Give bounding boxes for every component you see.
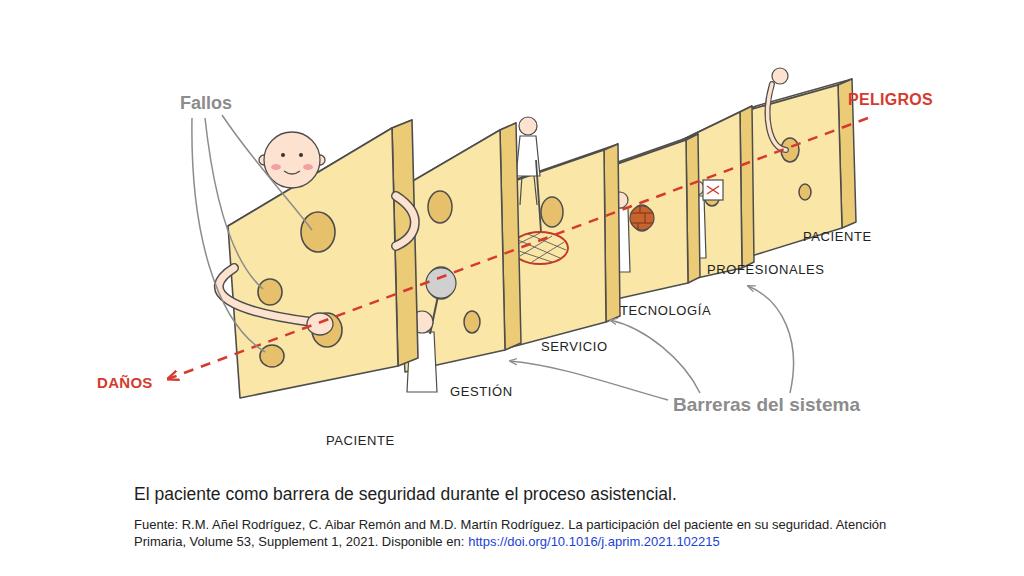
cheek xyxy=(271,164,281,170)
cheese-hole xyxy=(260,345,284,367)
head xyxy=(519,117,537,135)
patient-figure xyxy=(768,68,788,150)
brick-plug xyxy=(630,206,654,230)
source-note: Fuente: R.M. Añel Rodríguez, C. Aibar Re… xyxy=(134,516,894,550)
patch-mark xyxy=(707,186,719,194)
legs xyxy=(520,176,537,205)
stage-label: PACIENTE xyxy=(803,230,872,243)
arm-outline xyxy=(219,268,312,322)
stage-label: PACIENTE xyxy=(326,434,395,447)
plug-disc xyxy=(426,268,456,298)
hazard-trajectory xyxy=(168,118,868,379)
service-figure xyxy=(512,117,568,264)
source-link: https://doi.org/10.1016/j.aprim.2021.102… xyxy=(468,534,720,549)
net-rim xyxy=(512,232,568,264)
barrier-arrows xyxy=(510,286,794,400)
stage-label: TECNOLOGÍA xyxy=(620,304,711,317)
stage-label: GESTIÓN xyxy=(450,385,513,398)
stage-label: PROFESIONALES xyxy=(707,263,825,276)
cheese-hole xyxy=(428,191,452,223)
leader-arrow xyxy=(510,361,668,400)
cheese-hole xyxy=(799,184,811,200)
warning-label: DAÑOS xyxy=(97,375,153,390)
cheese-hole xyxy=(258,279,282,305)
patch xyxy=(703,180,723,200)
arm xyxy=(219,268,312,322)
net-handle xyxy=(536,160,541,232)
head xyxy=(264,132,320,188)
callout-label: Barreras del sistema xyxy=(673,395,860,414)
eye xyxy=(299,153,303,157)
eye xyxy=(281,153,285,157)
leader-line xyxy=(222,115,312,230)
arm-outline xyxy=(768,84,786,150)
arm-outline xyxy=(396,196,415,246)
patient-figure xyxy=(219,132,415,335)
head xyxy=(772,68,788,84)
cheese-hole xyxy=(427,267,455,299)
brick-lines xyxy=(631,206,653,229)
cheese-hole xyxy=(541,197,563,227)
leader-line xyxy=(205,118,263,289)
callout-label: Fallos xyxy=(180,94,232,112)
leader-arrow xyxy=(748,286,794,393)
leader-line xyxy=(192,118,265,352)
leader-arrow xyxy=(610,320,700,393)
stage-label: SERVICIO xyxy=(541,340,608,353)
figure-caption: El paciente como barrera de seguridad du… xyxy=(134,483,994,505)
hand xyxy=(307,313,333,335)
arm xyxy=(396,196,415,246)
cheek xyxy=(303,164,313,170)
failure-leaders xyxy=(192,115,312,352)
caption-text: El paciente como barrera de seguridad du… xyxy=(134,484,677,504)
cheese-hole xyxy=(301,212,335,252)
cheese-hole xyxy=(464,311,480,333)
arm xyxy=(768,84,786,150)
slice-face xyxy=(228,128,398,398)
warning-label: PELIGROS xyxy=(848,92,933,108)
smile xyxy=(284,171,300,174)
